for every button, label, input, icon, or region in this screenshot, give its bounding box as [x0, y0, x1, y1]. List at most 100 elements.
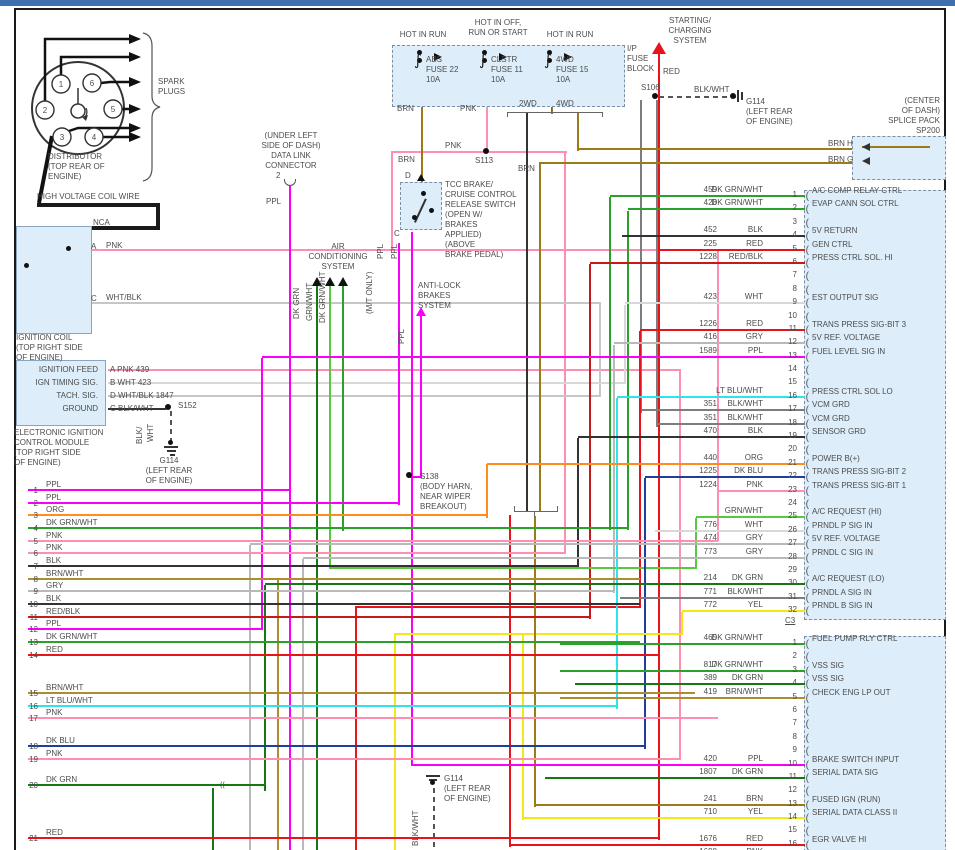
fuse: 4WD FUSE 15 10A: [556, 55, 614, 85]
pin-number: 2: [792, 203, 797, 213]
connector-pin-row: 12: [460, 779, 945, 794]
diagram-label: DK GRN/WHT: [318, 271, 327, 323]
connector-pin-row: 6: [460, 699, 945, 714]
wire-segment: [289, 186, 291, 850]
wire-color-label: RED/BLK: [728, 251, 763, 261]
diagram-label: (UNDER LEFT SIDE OF DASH) DATA LINK CONN…: [261, 131, 321, 170]
wire-color-label: LT BLU/WHT: [716, 385, 763, 395]
diagram-label: BRN: [518, 164, 535, 173]
left-wire-row: 18 DK BLU: [20, 734, 680, 751]
wire-color-label: PNK: [747, 847, 763, 850]
wire-segment: [28, 836, 659, 839]
pin-number: 9: [792, 297, 797, 307]
wire-color-label: DK GRN/WHT: [46, 632, 98, 642]
diagram-label: A PNK 439 B WHT 423 D WHT/BLK 1847 C BLK…: [110, 365, 174, 413]
ground-g114-dot: [730, 93, 736, 99]
plug-number: 2: [43, 106, 48, 115]
wire-segment: [522, 633, 524, 820]
wire-segment: [741, 92, 743, 100]
wire-segment: [547, 50, 552, 55]
wire-segment: [639, 331, 641, 608]
pin-number: 13: [788, 350, 797, 360]
connector-pin-row: 10: [460, 304, 945, 320]
pin-number: 14: [788, 364, 797, 374]
left-wire-row: 10 BLK: [20, 592, 680, 609]
diagram-label: DISTRIBUTOR (TOP REAR OF ENGINE): [48, 152, 105, 181]
circuit-number: 351: [703, 399, 717, 409]
wire-segment: [617, 395, 805, 398]
wire-segment: [426, 775, 440, 777]
wire-color-label: RED: [46, 644, 63, 654]
connector-pin-row: 1228 RED/BLK 6 PRESS CTRL SOL. HI: [460, 251, 945, 266]
wire-number: 17: [29, 714, 38, 724]
connector-pin-row: 14: [460, 358, 945, 374]
wire-color-label: GRN/WHT: [724, 506, 763, 516]
pin-number: 18: [788, 417, 797, 427]
diagram-label: (M/T ONLY): [365, 271, 374, 314]
left-wire-row: 9 GRY: [20, 580, 680, 596]
wire-segment: [417, 58, 422, 63]
connector-pin-row: 1589 PPL 13 FUEL LEVEL SIG IN: [262, 344, 945, 360]
connector-pin-row: 1225 DK BLU 22 TRANS PRESS SIG-BIT 2: [460, 465, 945, 480]
pin-function-label: CHECK ENG LP OUT: [812, 687, 891, 697]
vcm-connector-c2-pins: 459 DK GRN/WHT 1 A/C COMP RELAY CTRL 428…: [250, 184, 945, 614]
wire-color-label: WHT: [744, 519, 763, 529]
circuit-number: 419: [703, 686, 717, 696]
pin-number: 8: [792, 283, 797, 293]
wire-segment: [486, 105, 488, 152]
wire-segment: [28, 603, 640, 606]
wire-segment: [14, 8, 946, 10]
wire-segment: [170, 411, 172, 447]
wire-number: 12: [29, 625, 38, 635]
connector-pin-row: 440 ORG 21 POWER B(+): [460, 451, 945, 467]
pin-number: 10: [788, 310, 797, 320]
wire-segment: [391, 151, 567, 153]
wire-segment: [557, 506, 558, 512]
wire-segment: [88, 249, 718, 251]
circuit-number: 452: [703, 225, 717, 235]
left-wire-row: 15 BRN/WHT: [20, 681, 695, 698]
wire-segment: [28, 526, 628, 529]
ground-g114-dot: [168, 440, 173, 445]
pin-socket-icon: [806, 607, 809, 617]
pin-number: 19: [788, 431, 797, 441]
diagram-label: BRN: [397, 104, 414, 113]
pin-function-label: PRNDL A SIG IN: [812, 587, 872, 597]
wire-segment: [560, 669, 805, 672]
diagram-label: S113: [475, 156, 494, 165]
diagram-label: HOT IN RUN: [546, 30, 594, 39]
wire-segment: [421, 191, 426, 196]
wire-color-label: RED/BLK: [46, 606, 81, 616]
connector-pin-row: 419 BRN/WHT 5 CHECK ENG LP OUT: [460, 685, 945, 701]
wire-segment: [355, 606, 641, 608]
connector-pin-row: 1224 PNK 23 TRANS PRESS SIG-BIT 1: [460, 478, 945, 494]
wire-segment: [564, 151, 566, 554]
fuse-feed-arrow-icon: [499, 53, 507, 61]
wire-color-label: BLK/WHT: [727, 412, 763, 422]
wire-segment: [316, 285, 318, 850]
wire-segment: [507, 112, 508, 117]
pin-function-label: VSS SIG: [812, 674, 845, 684]
wire-segment: [28, 577, 640, 580]
plug-number: 6: [90, 79, 95, 88]
connector-pin-row: 24: [460, 492, 945, 507]
left-wire-row: 13 DK GRN/WHT: [20, 630, 680, 647]
pin-number: 8: [792, 731, 797, 741]
wire-segment: [657, 422, 805, 425]
diagram-label: PPL: [376, 243, 385, 259]
wire-color-label: PPL: [747, 753, 763, 763]
left-wire-row: 21 RED: [20, 826, 680, 843]
diagram-label: D: [405, 171, 411, 180]
left-wire-row: 2 PPL: [20, 491, 680, 508]
wire-segment: [88, 226, 160, 230]
wire-segment: [614, 342, 805, 345]
connector-pin-row: 465 DK GRN/WHT 1 FUEL PUMP RLY CTRL: [460, 632, 945, 647]
left-wire-row: 19 PNK: [20, 747, 680, 764]
diagram-label: G114 (LEFT REAR OF ENGINE): [145, 456, 193, 485]
pin-function-label: PRESS CTRL SOL LO: [812, 386, 893, 396]
wire-color-label: DK GRN/WHT: [46, 517, 98, 527]
diagram-label: HOT IN OFF, RUN OR START: [468, 18, 528, 37]
wire-segment: [659, 248, 805, 251]
wire-segment: [66, 246, 71, 251]
